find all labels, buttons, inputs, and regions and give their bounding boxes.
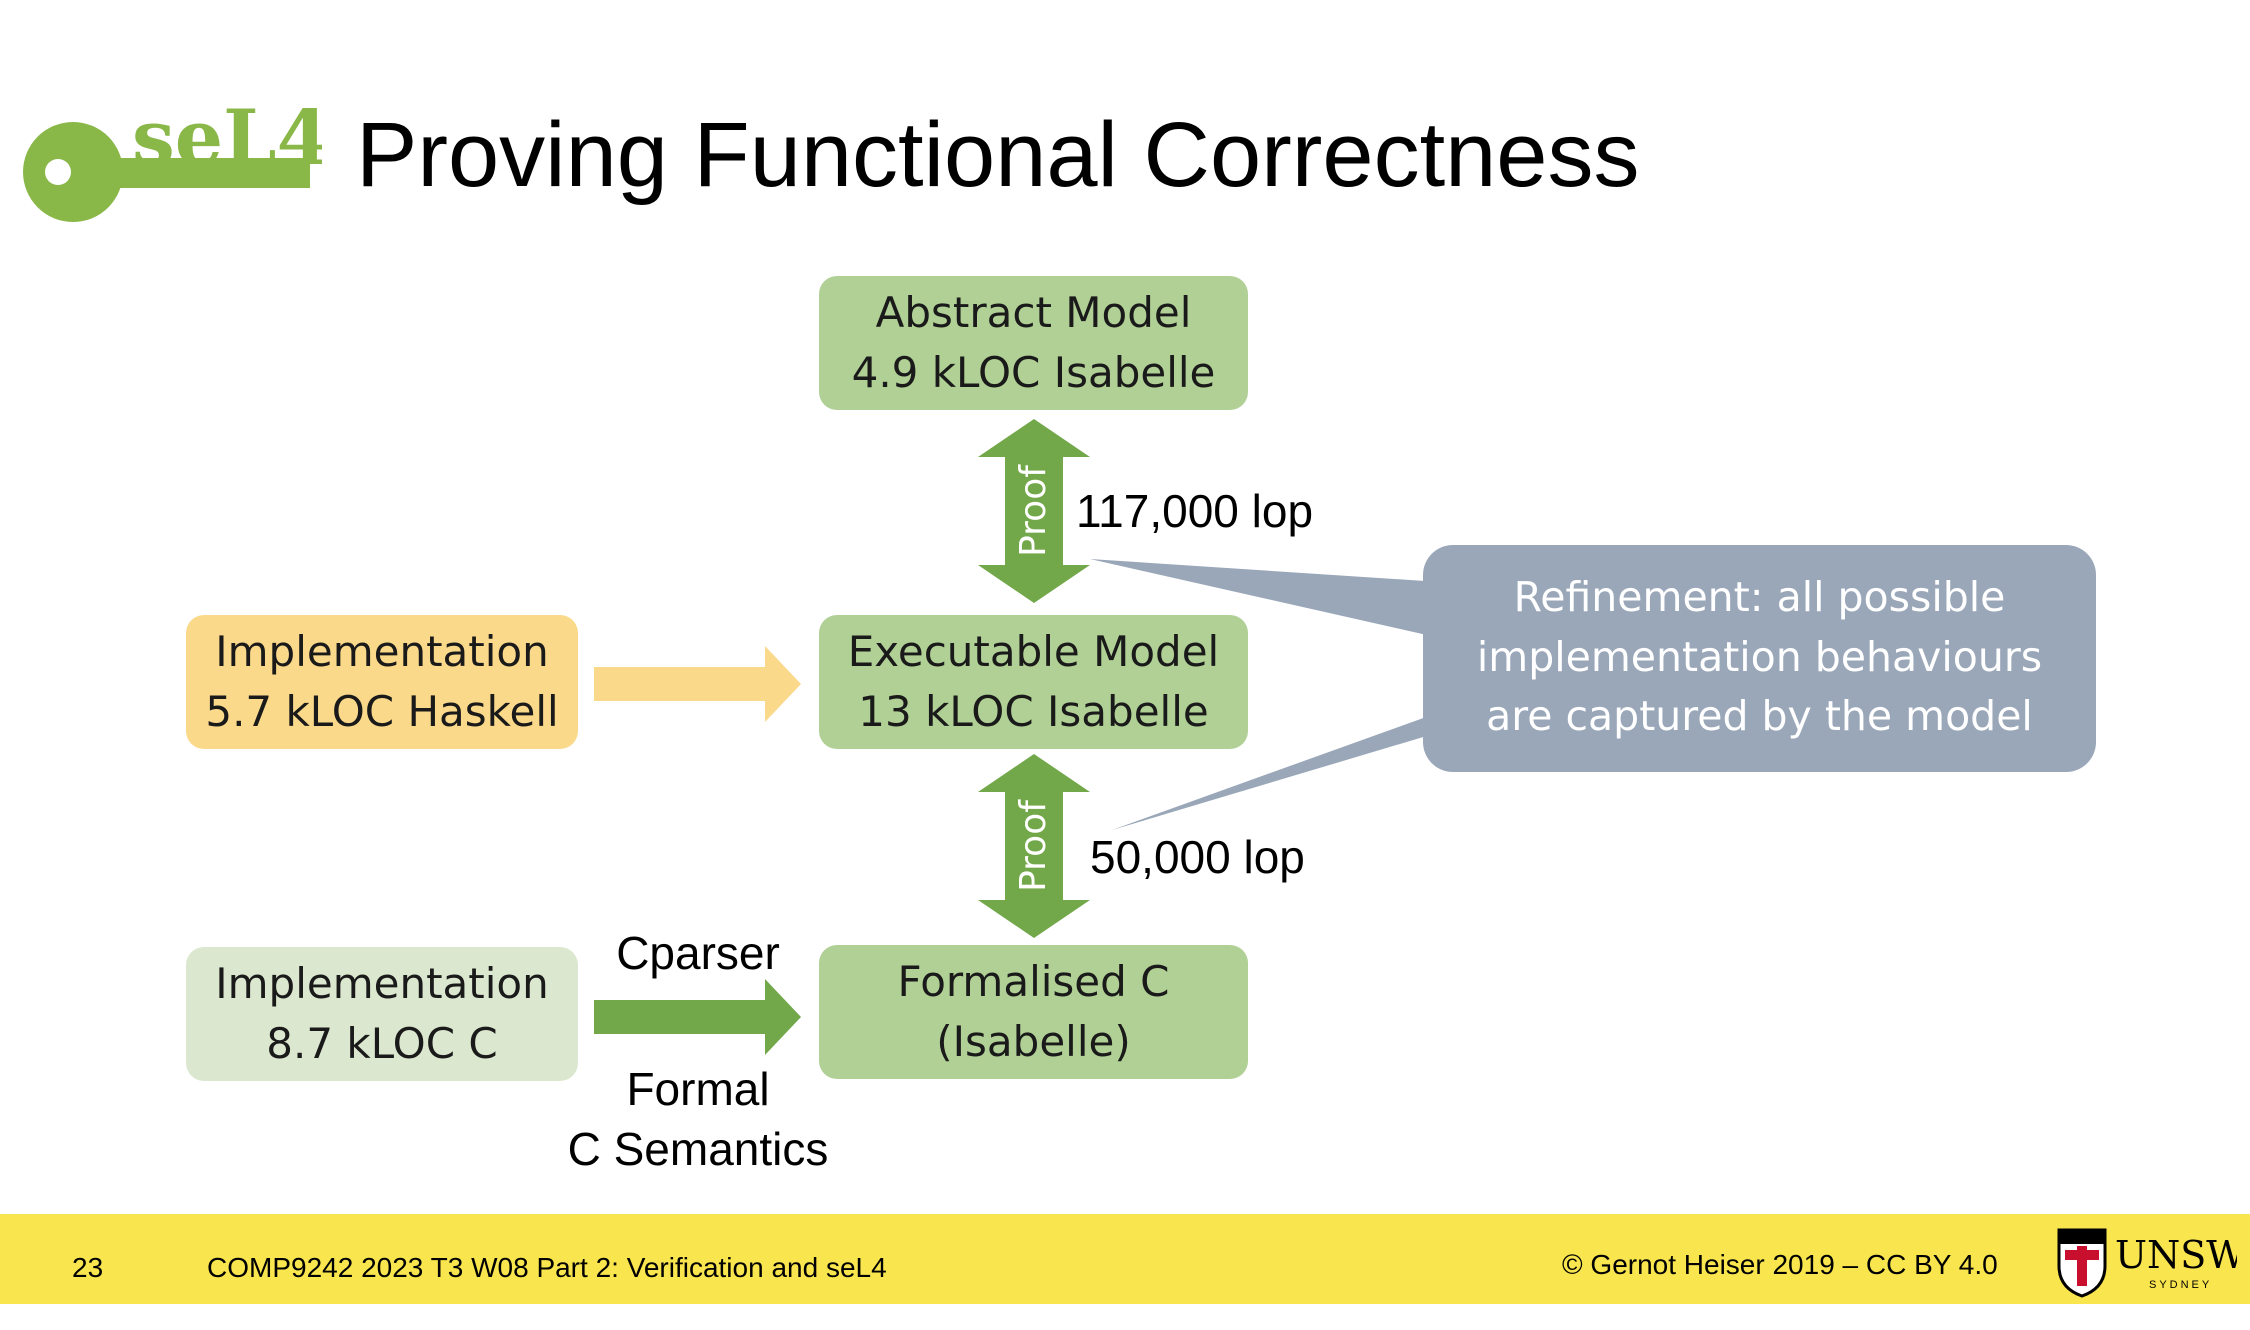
formal-semantics-line2: C Semantics	[567, 1122, 829, 1175]
c-implementation-box: Implementation 8.7 kLOC C	[186, 947, 578, 1081]
refinement-callout-text: Refinement: all possible implementation …	[1423, 545, 2096, 770]
callout-line-2: implementation behaviours	[1476, 632, 2043, 681]
callout-box	[1423, 545, 2096, 772]
cparser-arrow	[594, 979, 801, 1055]
proof-label-lower: Proof	[1013, 800, 1054, 892]
abstract-model-size: 4.9 kLOC Isabelle	[851, 348, 1216, 397]
executable-model-size: 13 kLOC Isabelle	[858, 687, 1209, 736]
unsw-crest-band	[2059, 1230, 2105, 1244]
proof-label-upper: Proof	[1013, 465, 1054, 557]
formal-semantics-label: Formal C Semantics	[540, 1060, 856, 1180]
proof-arrow-upper	[978, 419, 1090, 603]
proof-count-lower: 50,000 lop	[1090, 831, 1305, 883]
abstract-model-title: Abstract Model	[875, 288, 1192, 338]
executable-model-title: Executable Model	[847, 627, 1220, 677]
sel4-logo: seL4	[23, 108, 322, 222]
formalised-c-title: Formalised C	[897, 957, 1170, 1007]
executable-model-box: Executable Model 13 kLOC Isabelle	[819, 615, 1248, 749]
unsw-wordmark: UNSW	[2115, 1233, 2237, 1277]
footer-bar	[0, 1214, 2250, 1304]
callout-line-3: are captured by the model	[1486, 692, 2033, 741]
unsw-crest-cross-v	[2077, 1246, 2087, 1286]
formalised-c-box: Formalised C (Isabelle)	[819, 945, 1248, 1079]
haskell-implementation-box: Implementation 5.7 kLOC Haskell	[186, 615, 578, 749]
formal-semantics-line1: Formal	[626, 1063, 770, 1115]
logo-key-bow	[23, 122, 123, 222]
cparser-label: Cparser	[616, 927, 780, 979]
page-number: 23	[72, 1252, 104, 1283]
course-label: COMP9242 2023 T3 W08 Part 2: Verificatio…	[207, 1252, 887, 1283]
unsw-logo: UNSW SYDNEY	[2057, 1228, 2237, 1298]
c-implementation-size: 8.7 kLOC C	[266, 1019, 498, 1068]
callout-line-1: Refinement: all possible	[1513, 573, 2006, 622]
proof-count-upper: 117,000 lop	[1076, 485, 1314, 537]
haskell-implementation-title: Implementation	[215, 627, 549, 677]
copyright-label: © Gernot Heiser 2019 – CC BY 4.0	[1562, 1249, 1998, 1280]
logo-key-shaft	[110, 158, 310, 188]
abstract-model-box: Abstract Model 4.9 kLOC Isabelle	[819, 276, 1248, 410]
callout-pointer-upper	[1090, 559, 1440, 638]
callout-pointer-lower	[1112, 712, 1440, 830]
page-title: Proving Functional Correctness	[356, 104, 1640, 206]
logo-text: seL4	[132, 108, 322, 182]
haskell-implementation-size: 5.7 kLOC Haskell	[205, 687, 559, 736]
proof-arrow-lower	[978, 754, 1090, 938]
unsw-sub-wordmark: SYDNEY	[2149, 1279, 2212, 1291]
haskell-arrow	[594, 646, 801, 722]
formalised-c-subtitle: (Isabelle)	[936, 1017, 1131, 1066]
c-implementation-title: Implementation	[215, 959, 549, 1009]
logo-key-hole	[45, 159, 71, 185]
